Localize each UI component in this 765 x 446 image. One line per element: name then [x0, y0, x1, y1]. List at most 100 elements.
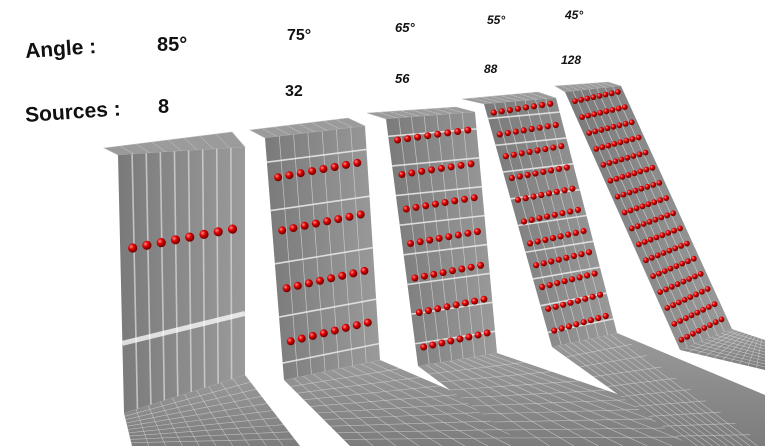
source-dot [461, 195, 468, 203]
source-dot [411, 274, 419, 282]
source-dot [661, 268, 668, 274]
source-dot [573, 321, 580, 328]
source-dot [686, 276, 692, 282]
panel-horizontal-line [403, 243, 488, 256]
panel-horizontal-line [278, 298, 377, 318]
source-dot [619, 174, 626, 180]
source-dot [430, 270, 438, 278]
source-dot [502, 153, 509, 160]
floor-grid-line [341, 367, 489, 446]
panel-face [484, 98, 617, 347]
panel-horizontal-line [414, 330, 496, 345]
source-dot [628, 119, 635, 126]
source-dot [449, 267, 456, 275]
source-dot [540, 168, 547, 175]
floor-grid-line [130, 431, 290, 440]
source-dot [664, 305, 671, 311]
panel-5 [554, 81, 732, 350]
source-dot [565, 231, 572, 238]
source-dot [363, 318, 372, 327]
floor-grid-line [196, 390, 234, 446]
panel-horizontal-line [392, 156, 480, 167]
source-dot [345, 212, 354, 221]
source-dot [474, 331, 482, 339]
source-dot [522, 195, 529, 202]
source-dot [512, 128, 519, 135]
source-dot [671, 320, 678, 327]
source-dot [593, 146, 600, 152]
source-dot [483, 329, 491, 337]
source-dot [429, 341, 437, 349]
panel-vertical-line [336, 129, 353, 366]
source-dot [610, 123, 617, 130]
source-dot [480, 295, 488, 303]
floor-grid-line [747, 337, 759, 367]
source-dot [664, 212, 671, 219]
floor-grid-line [330, 419, 521, 427]
floor-grid-line [457, 359, 648, 446]
source-dot [341, 323, 350, 332]
source-dot [516, 173, 523, 180]
source-dot [330, 163, 339, 171]
source-dot [711, 301, 718, 308]
source-dot [415, 309, 423, 316]
floor-surface [124, 375, 300, 446]
source-dot [671, 227, 677, 234]
source-dot [620, 191, 627, 198]
panel-horizontal-line [510, 188, 580, 200]
source-dot [654, 252, 661, 259]
cap-grid-line [183, 137, 198, 151]
cap-grid-line [471, 97, 494, 104]
source-dot [542, 236, 549, 243]
source-dot [622, 120, 629, 127]
source-dot [304, 279, 313, 288]
source-dot [677, 225, 683, 232]
panel-horizontal-line [407, 272, 490, 286]
panel-vertical-line [145, 153, 152, 405]
source-dot [558, 325, 565, 332]
source-dot [608, 90, 615, 97]
source-dot [156, 238, 166, 248]
source-dot [685, 258, 691, 265]
source-dot [444, 129, 452, 137]
cap-grid-line [499, 95, 521, 102]
source-dot [504, 129, 511, 137]
source-dot [701, 325, 708, 331]
source-dot [557, 233, 564, 240]
cap-grid-line [199, 135, 214, 150]
source-dot [567, 299, 574, 306]
source-dot [623, 137, 630, 144]
source-dot [607, 177, 614, 184]
source-dot [629, 136, 636, 143]
angle-row-label: Angle : [24, 35, 97, 64]
source-dot [471, 297, 479, 305]
source-dot [398, 171, 406, 178]
panel-vertical-line [215, 148, 219, 384]
cap-grid-line [215, 133, 230, 149]
cap-grid-line [444, 107, 464, 114]
floor-grid-line [676, 434, 751, 437]
source-dot [532, 170, 539, 177]
source-dot [353, 158, 362, 167]
floor-grid-line [711, 337, 765, 353]
source-dot [697, 271, 704, 277]
floor-grid-line [590, 338, 736, 446]
source-dot [602, 312, 609, 320]
panel-vertical-line [159, 152, 166, 401]
source-dot [536, 124, 543, 131]
source-dot [308, 331, 317, 340]
source-dot [534, 147, 541, 154]
panel-vertical-line [449, 113, 475, 357]
source-dot [461, 299, 469, 307]
panel-horizontal-line [266, 148, 367, 163]
source-dot [552, 303, 559, 310]
source-dot [551, 211, 558, 218]
source-dot [693, 291, 699, 298]
floor-grid-line [128, 417, 279, 434]
source-dot [528, 216, 535, 223]
source-dot [667, 265, 674, 272]
source-dot [656, 270, 662, 277]
source-dot [334, 215, 343, 224]
source-dot [456, 335, 464, 343]
cap-grid-line [490, 96, 512, 102]
